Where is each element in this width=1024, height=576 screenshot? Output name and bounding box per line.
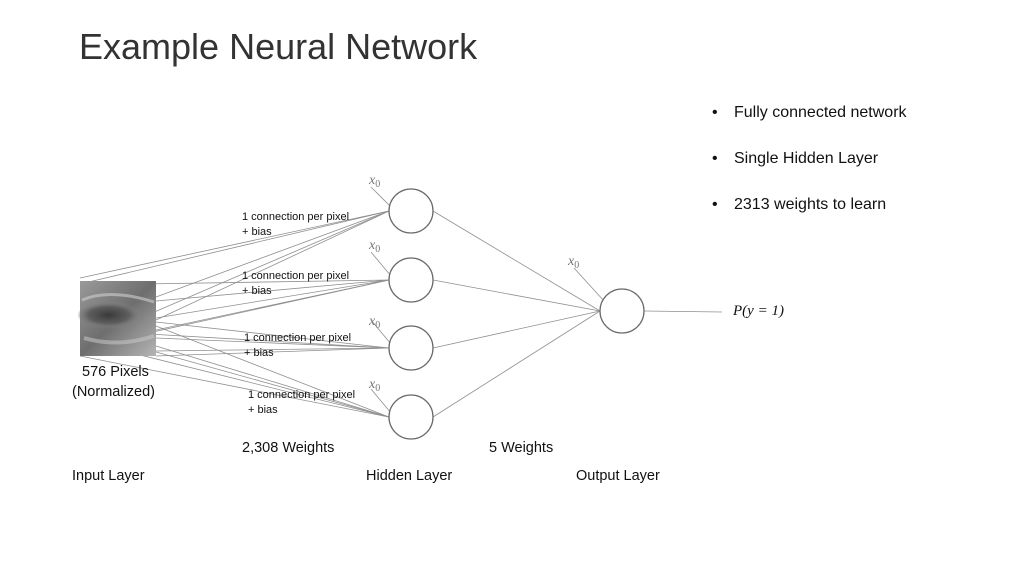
- hidden-output-edge: [432, 279, 601, 312]
- hidden-node: [388, 394, 434, 440]
- bias-symbol: x0: [368, 238, 380, 255]
- connection-note: 1 connection per pixel + bias: [248, 389, 356, 416]
- bullet-item: •Single Hidden Layer: [712, 148, 907, 194]
- eye-shape: [78, 301, 146, 329]
- input-hidden-edge: [155, 345, 390, 418]
- input-weights-label: 2,308 Weights: [242, 440, 335, 456]
- output-probability: P(y = 1): [733, 303, 784, 319]
- bias-edge: [370, 251, 392, 277]
- hidden-output-edge: [432, 210, 601, 312]
- bias-symbol: x0: [567, 254, 579, 271]
- bias-edge: [370, 388, 392, 414]
- input-caption: (Normalized): [72, 384, 155, 400]
- output-layer-label: Output Layer: [576, 468, 660, 484]
- output-edge: [643, 310, 723, 313]
- output-weights-label: 5 Weights: [489, 440, 554, 456]
- input-hidden-edge: [155, 279, 390, 302]
- input-layer-label: Input Layer: [72, 468, 145, 484]
- input-hidden-edge: [155, 210, 390, 298]
- hidden-node: [388, 325, 434, 371]
- hidden-output-edge: [432, 310, 601, 349]
- bias-edge: [370, 186, 392, 208]
- bias-edge: [370, 319, 392, 345]
- hidden-output-edge: [432, 310, 601, 418]
- cheek-shape: [83, 334, 155, 345]
- input-hidden-edge: [79, 210, 390, 279]
- bullet-item: •Fully connected network: [712, 102, 907, 148]
- input-hidden-edge: [155, 351, 390, 418]
- hidden-node: [388, 188, 434, 234]
- input-hidden-edge: [79, 210, 390, 285]
- input-hidden-edge: [155, 210, 390, 321]
- input-caption: 576 Pixels: [82, 364, 149, 380]
- input-hidden-edge: [155, 279, 390, 319]
- input-hidden-edge: [155, 337, 390, 349]
- bullet-dot-icon: •: [712, 150, 718, 167]
- hidden-node: [388, 257, 434, 303]
- input-image: [78, 281, 156, 356]
- bullet-item: •2313 weights to learn: [712, 194, 907, 240]
- connection-note: 1 connection per pixel + bias: [242, 270, 350, 297]
- brow-shape: [81, 292, 155, 304]
- bullet-dot-icon: •: [712, 104, 718, 121]
- bias-symbol: x0: [368, 173, 380, 190]
- output-node: [599, 288, 645, 334]
- input-hidden-edge: [155, 347, 390, 357]
- input-hidden-edge: [155, 325, 390, 418]
- bias-symbol: x0: [368, 377, 380, 394]
- bullet-dot-icon: •: [712, 196, 718, 213]
- bullet-list: •Fully connected network •Single Hidden …: [712, 102, 907, 240]
- slide-title: Example Neural Network: [79, 26, 478, 67]
- input-hidden-edge: [79, 355, 390, 418]
- connection-edges: [79, 186, 723, 418]
- hidden-layer-label: Hidden Layer: [366, 468, 453, 484]
- connection-note: 1 connection per pixel + bias: [242, 211, 350, 238]
- bias-symbol: x0: [368, 314, 380, 331]
- bias-edge: [573, 267, 605, 302]
- nodes: [388, 188, 645, 440]
- connection-note: 1 connection per pixel + bias: [244, 332, 352, 359]
- input-hidden-edge: [155, 321, 390, 349]
